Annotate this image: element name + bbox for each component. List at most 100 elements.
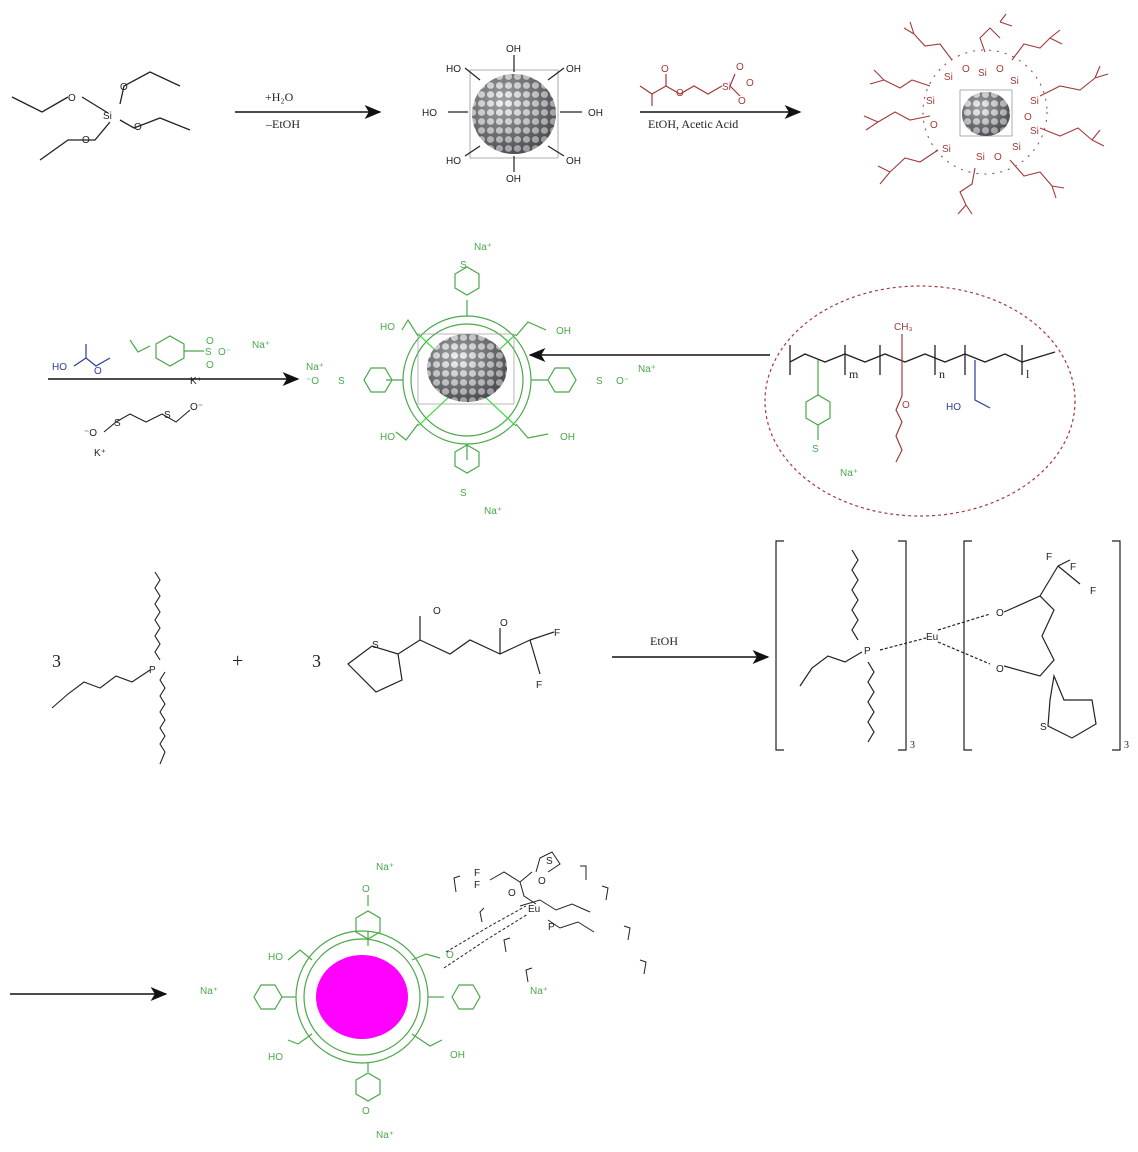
polymer-structure-inset [764,285,1076,517]
mps-ring-si3: Si [1030,96,1039,107]
attached-p: P [548,922,555,933]
final-na-left: Na⁺ [200,986,218,997]
mps-ring-si5: Si [1012,142,1021,153]
ho-bl: HO [446,156,461,167]
cooh-tr: OH [556,326,571,337]
cooh-tl: HO [380,322,395,333]
teos-o2: O [120,82,128,93]
na-top: Na⁺ [474,242,492,253]
mps-ring-si7: Si [942,144,951,155]
mps-ring-o5: O [994,152,1002,163]
styrene-na: Na⁺ [252,340,270,351]
ho-left: HO [422,108,437,119]
teos-molecule [11,71,191,161]
mps-ring-si6: Si [976,152,985,163]
htta-o2: O [500,618,508,629]
polymer-o: O [902,400,910,411]
k-plus-bottom: K⁺ [94,448,106,459]
mps-ring-o1: O [996,64,1004,75]
mps-o2: O [746,78,754,89]
acrylic-ho: HO [52,362,67,373]
polymer-ho: HO [946,402,961,413]
cooh-bl: HO [380,432,395,443]
so3-top-s: S [460,260,467,271]
htta-molecule [347,616,555,693]
acrylic-acid [73,344,111,367]
plus-sign: + [232,650,243,672]
styrene-o-bottom: O [206,360,214,371]
silica-oh-particle [448,55,582,172]
oh-top: OH [506,44,521,55]
teos-si: Si [103,111,112,122]
final-so3-bottom-s: O [362,1106,370,1117]
mps-o-carbonyl: O [661,64,669,75]
styrene-o-top: O [206,336,214,347]
oh-tr: OH [566,64,581,75]
attached-eu-complex [443,851,647,983]
attached-o2: O [508,888,516,899]
polymer-l: l [1026,367,1030,381]
persulfate-s1: S [114,418,121,429]
so3-bottom-s: S [460,488,467,499]
complex-sub3-b: 3 [1124,740,1129,751]
oh-bottom: OH [506,174,521,185]
teos-o4: O [82,135,90,146]
mps-ring-o3: O [1024,112,1032,123]
mps-ring-si2: Si [1010,76,1019,87]
k-plus-top: K⁺ [190,376,202,387]
htta-s: S [372,640,379,651]
attached-eu: Eu [528,904,540,915]
coef-tox: 3 [52,651,61,671]
oh-right: OH [588,108,603,119]
polymer-n: n [939,367,945,381]
final-core [316,955,408,1039]
so3-left-s: S [338,376,345,387]
teos-o3: O [134,122,142,133]
cooh-br: OH [560,432,575,443]
mps-silica-particle [863,13,1109,215]
o-minus-left: ⁻O [306,376,319,387]
complex-o2: O [996,664,1004,675]
mps-reagent [639,73,741,106]
complex-eu: Eu [926,632,938,643]
final-na-bottom: Na⁺ [376,1130,394,1141]
acrylic-o: O [94,366,102,377]
eu-complex [775,540,1121,751]
mps-ring-o2: O [962,64,970,75]
persulfate-o-minus: ⁻O [84,428,97,439]
attached-s: S [546,856,553,867]
polymer-m: m [849,367,859,381]
complex-f2: F [1070,562,1076,573]
final-so3-top-s: O [362,884,370,895]
final-na-top: Na⁺ [376,862,394,873]
ho-tl: HO [446,64,461,75]
htta-o1: O [433,606,441,617]
mps-ring-o4: O [930,120,938,131]
so3-right-s: S [596,376,603,387]
complex-s: S [1040,722,1047,733]
o-minus-right: O⁻ [616,376,629,387]
na-bottom: Na⁺ [484,506,502,517]
polymer-ch3: CH₃ [894,322,913,333]
final-cooh-bl: HO [268,1052,283,1063]
final-cooh-tl: HO [268,952,283,963]
na-left: Na⁺ [306,362,324,373]
polymer-na: Na⁺ [840,468,858,479]
complex-f3: F [1090,586,1096,597]
na-right: Na⁺ [638,364,656,375]
final-hybrid-particle [253,895,481,1102]
final-na-right: Na⁺ [530,986,548,997]
mps-ring-si8: Si [926,96,935,107]
htta-f1: F [554,628,560,639]
mps-ring-si4: Si [1030,126,1039,137]
arrow-hydrolysis-bottom: –EtOH [265,117,300,131]
complex-f1: F [1046,552,1052,563]
mps-ring-si9: Si [944,72,953,83]
arrow-hydrolysis-top: +H₂O [265,90,294,104]
teos-o1: O [68,93,76,104]
complex-o1: O [996,608,1004,619]
complex-p: P [864,646,871,657]
polymer-s: S [812,444,819,455]
mps-o-ester: O [676,88,684,99]
